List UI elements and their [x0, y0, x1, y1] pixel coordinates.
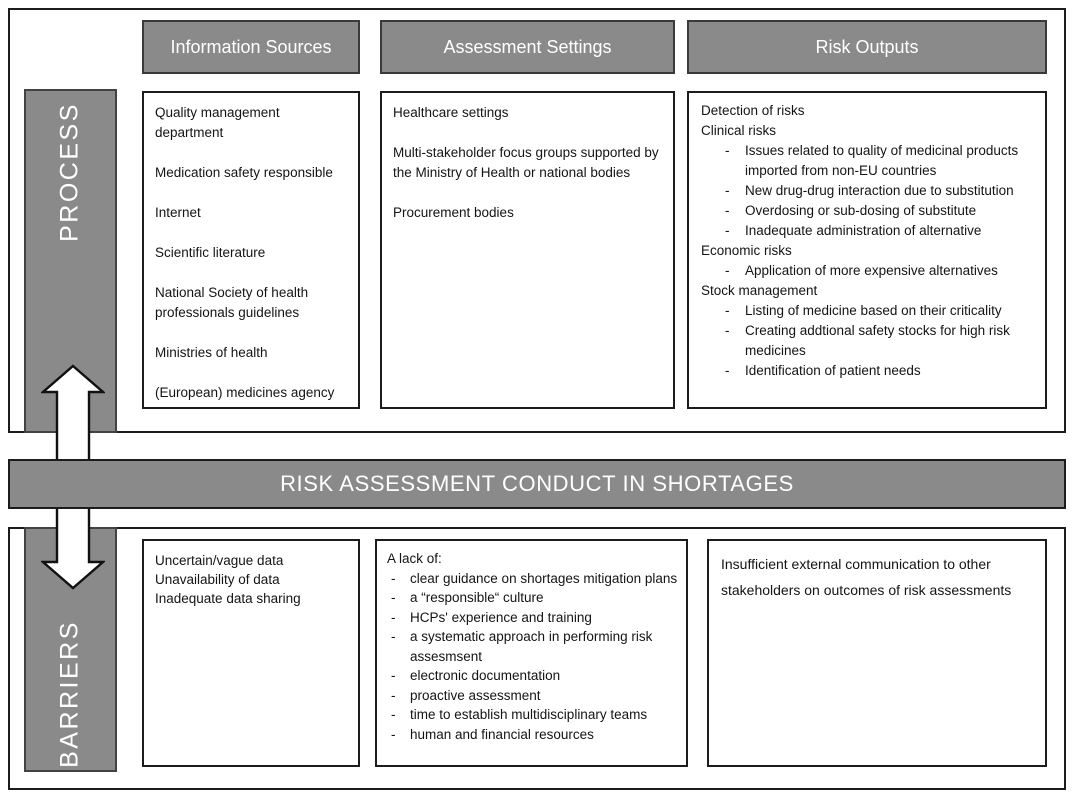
list-item: Medication safety responsible	[155, 165, 333, 180]
list-item: Quality management department	[155, 105, 280, 140]
list-item: electronic documentation	[387, 666, 682, 686]
barriers-communication-box: Insufficient external communication to o…	[707, 539, 1047, 767]
list-item: proactive assessment	[387, 686, 682, 706]
list-item: Unavailability of data	[155, 572, 280, 587]
communication-text: Insufficient external communication to o…	[721, 556, 1012, 598]
list-item: Creating addtional safety stocks for hig…	[701, 321, 1041, 361]
header-information-sources-label: Information Sources	[170, 36, 332, 57]
list-item: human and financial resources	[387, 725, 682, 745]
list-item: Issues related to quality of medicinal p…	[701, 141, 1041, 181]
risk-section-label: Detection of risks	[701, 103, 805, 118]
list-item: Scientific literature	[155, 245, 266, 260]
lack-of-intro: A lack of:	[387, 551, 442, 566]
list-item: Inadequate administration of alternative	[701, 221, 1041, 241]
risk-section-label: Stock management	[701, 283, 818, 298]
process-assessment-settings-box: Healthcare settings Multi-stakeholder fo…	[380, 91, 675, 409]
risk-section-label: Clinical risks	[701, 123, 777, 138]
list-item: Healthcare settings	[393, 105, 509, 120]
list-item: Ministries of health	[155, 345, 268, 360]
list-item: Multi-stakeholder focus groups supported…	[393, 145, 659, 180]
list-item: National Society of health professionals…	[155, 285, 309, 320]
list-item: HCPs' experience and training	[387, 608, 682, 628]
list-item: Overdosing or sub-dosing of substitute	[701, 201, 1041, 221]
header-assessment-settings-label: Assessment Settings	[443, 36, 612, 57]
list-item: clear guidance on shortages mitigation p…	[387, 569, 682, 589]
header-risk-outputs: Risk Outputs	[687, 20, 1047, 74]
header-information-sources: Information Sources	[142, 20, 360, 74]
header-risk-outputs-label: Risk Outputs	[815, 36, 919, 57]
risk-assessment-band-title: RISK ASSESSMENT CONDUCT IN SHORTAGES	[280, 471, 794, 496]
list-item: Application of more expensive alternativ…	[701, 261, 1041, 281]
list-item: Internet	[155, 205, 201, 220]
process-risk-outputs-box: Detection of risks Clinical risks Issues…	[687, 91, 1047, 409]
barriers-label: BARRIERS	[55, 620, 84, 768]
header-assessment-settings: Assessment Settings	[380, 20, 675, 74]
risk-section-label: Economic risks	[701, 243, 792, 258]
process-information-sources-box: Quality management department Medication…	[142, 91, 360, 409]
barriers-data-box: Uncertain/vague data Unavailability of d…	[142, 539, 360, 767]
barriers-side-bar	[24, 527, 117, 772]
process-label: PROCESS	[55, 102, 84, 242]
list-item: Identification of patient needs	[701, 361, 1041, 381]
list-item: Listing of medicine based on their criti…	[701, 301, 1041, 321]
list-item: Uncertain/vague data	[155, 553, 284, 568]
list-item: a “responsible“ culture	[387, 588, 682, 608]
list-item: Procurement bodies	[393, 205, 514, 220]
list-item: New drug-drug interaction due to substit…	[701, 181, 1041, 201]
barriers-lack-of-box: A lack of: clear guidance on shortages m…	[375, 539, 688, 767]
list-item: a systematic approach in performing risk…	[387, 627, 682, 666]
list-item: (European) medicines agency	[155, 385, 335, 400]
list-item: Inadequate data sharing	[155, 591, 301, 606]
list-item: time to establish multidisciplinary team…	[387, 705, 682, 725]
risk-assessment-band: RISK ASSESSMENT CONDUCT IN SHORTAGES	[8, 459, 1066, 509]
